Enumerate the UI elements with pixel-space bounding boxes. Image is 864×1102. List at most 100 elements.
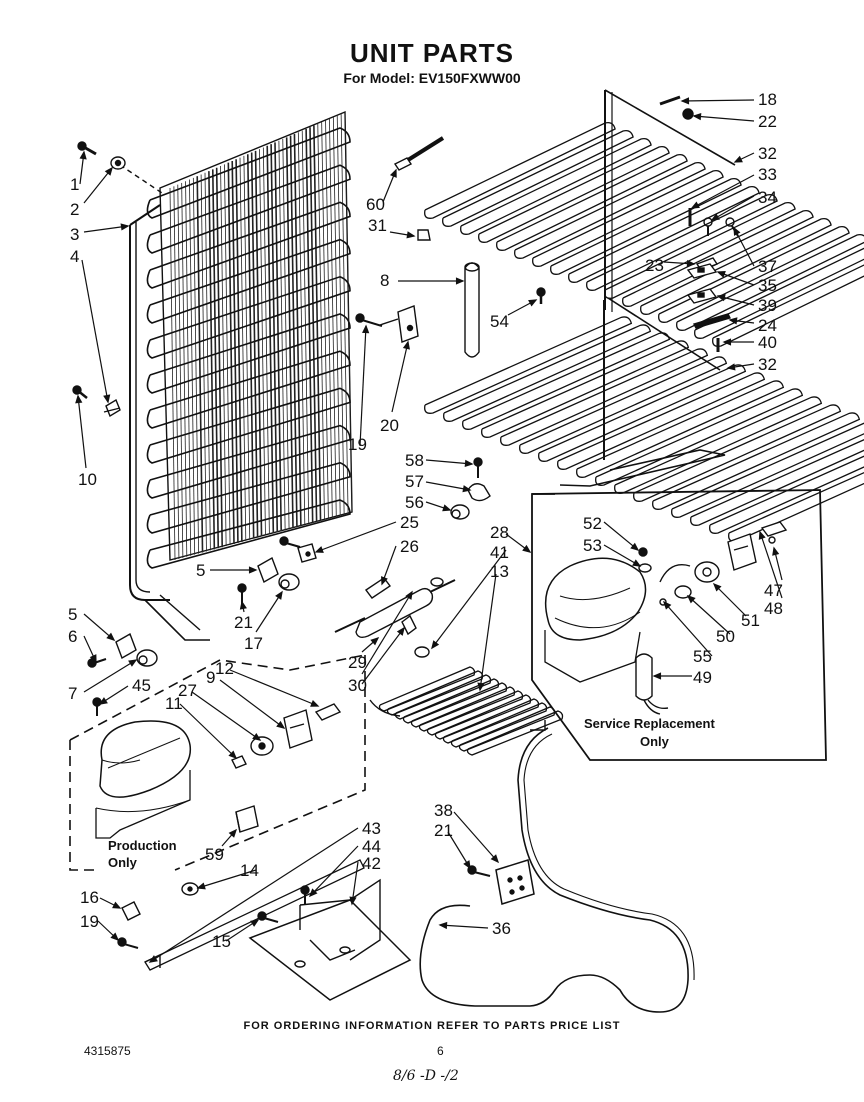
callout-c43: 43	[362, 819, 381, 838]
callout-c18: 18	[758, 90, 777, 109]
screw-part-18	[659, 95, 681, 106]
callout-c22: 22	[758, 112, 777, 131]
callout-c38: 38	[434, 801, 453, 820]
callout-c19a: 19	[348, 435, 367, 454]
clip-part-25	[297, 543, 317, 563]
callout-c14: 14	[240, 861, 259, 880]
overload-part-27	[250, 736, 274, 756]
callout-c54: 54	[490, 312, 509, 331]
plug-part-26	[364, 577, 392, 599]
evaporator-upper	[424, 89, 864, 347]
callout-c5b: 5	[68, 605, 78, 624]
clip-part-48	[760, 521, 788, 544]
screw-part-10	[72, 385, 88, 399]
tube-part-36	[419, 727, 695, 1013]
callout-c32a: 32	[758, 144, 777, 163]
production-label: Production	[108, 838, 177, 853]
service-replacement-box	[531, 489, 827, 761]
clip-part-16	[121, 901, 141, 921]
cap-part-22	[682, 108, 694, 120]
callout-c28: 28	[490, 523, 509, 542]
screw-part-1	[77, 141, 97, 156]
screw-part-54	[536, 287, 546, 304]
callout-c45: 45	[132, 676, 151, 695]
callout-c11: 11	[165, 694, 183, 713]
callout-c40: 40	[758, 333, 777, 352]
callout-c19b: 19	[80, 912, 99, 931]
callout-c48: 48	[764, 599, 783, 618]
callout-c36: 36	[492, 919, 511, 938]
callout-c24: 24	[758, 316, 777, 335]
production-compressor	[95, 720, 192, 839]
callout-c49: 49	[693, 668, 712, 687]
callout-c5a: 5	[196, 561, 206, 580]
callout-c13: 13	[490, 562, 509, 581]
production-only-label: Only	[108, 855, 137, 870]
callout-c60: 60	[366, 195, 385, 214]
screw-part-21	[237, 583, 247, 604]
screw-part-44	[300, 885, 310, 904]
grommet-part-56	[450, 504, 470, 520]
production-only-box	[69, 654, 366, 871]
rod-part-60	[393, 136, 445, 171]
fitting-part-41	[414, 646, 430, 658]
callout-c4: 4	[70, 247, 80, 266]
base-plate-part-42	[248, 878, 412, 1001]
callout-c52: 52	[583, 514, 602, 533]
callout-c2: 2	[70, 200, 80, 219]
grommet-part-17	[278, 573, 300, 591]
capacitor-part-49	[635, 653, 669, 715]
ordering-footer: FOR ORDERING INFORMATION REFER TO PARTS …	[243, 1020, 621, 1032]
callout-c53: 53	[583, 536, 602, 555]
service-replacement-label: Service Replacement	[584, 716, 715, 731]
callout-c55: 55	[693, 647, 712, 666]
clip-part-12	[314, 703, 342, 721]
strip-part-24	[692, 313, 732, 329]
terminal-part-52	[638, 547, 648, 557]
block-part-35	[686, 263, 718, 279]
model-subtitle: For Model: EV150FXWW00	[343, 70, 521, 86]
screw-part-19-upper	[355, 313, 383, 327]
callout-c58: 58	[405, 451, 424, 470]
clamp-part-57	[467, 483, 491, 502]
callout-c47: 47	[764, 581, 783, 600]
callout-c6: 6	[68, 627, 78, 646]
page-title: UNIT PARTS	[349, 38, 515, 68]
screw-part-21-lower	[467, 865, 491, 877]
service-only-label: Only	[640, 734, 669, 749]
grommet-part-7	[136, 649, 158, 667]
callout-c15: 15	[212, 932, 231, 951]
callout-c26: 26	[400, 537, 419, 556]
callout-c12: 12	[215, 659, 234, 678]
callout-c9: 9	[206, 668, 216, 687]
grommet-part-50	[674, 585, 692, 599]
fitting-part-30	[401, 614, 417, 636]
callout-c32b: 32	[758, 355, 777, 374]
relay-part-9	[283, 709, 313, 749]
callout-c23: 23	[645, 256, 664, 275]
evaporator-lower	[424, 297, 864, 542]
cap-part-11	[231, 755, 247, 769]
callout-c10: 10	[78, 470, 97, 489]
coil-part-13	[369, 666, 564, 756]
relay-part-47	[727, 533, 757, 571]
callout-c56: 56	[405, 493, 424, 512]
condenser-coil	[129, 110, 353, 641]
block-part-39	[686, 288, 718, 304]
callout-c57: 57	[405, 472, 424, 491]
screw-part-15	[257, 911, 279, 923]
overload-part-51	[694, 561, 720, 583]
screw-part-19-lower	[117, 937, 139, 949]
callout-c21b: 21	[434, 821, 453, 840]
callout-c29: 29	[348, 653, 367, 672]
callout-c34: 34	[758, 188, 777, 207]
callout-c39: 39	[758, 296, 777, 315]
grommet-part-2	[110, 156, 126, 170]
screw-part-34	[703, 217, 713, 236]
callout-c41: 41	[490, 543, 509, 562]
callout-c33: 33	[758, 165, 777, 184]
screw-part-31	[417, 229, 431, 241]
screw-part-58	[473, 457, 483, 478]
callout-c7: 7	[68, 684, 78, 703]
